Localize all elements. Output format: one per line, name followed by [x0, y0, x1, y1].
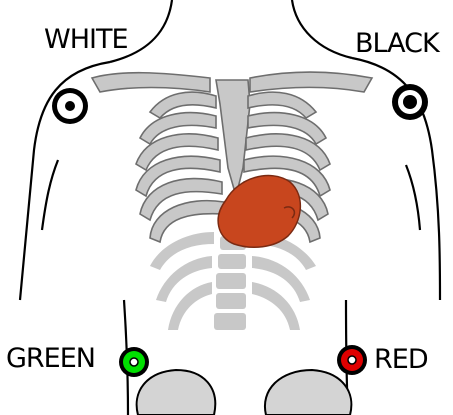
electrode-red-center	[348, 356, 356, 364]
left-hip	[137, 370, 216, 415]
electrode-red	[337, 345, 367, 375]
right-arm-inner-line	[406, 165, 420, 230]
label-white: WHITE	[44, 26, 128, 53]
label-red: RED	[374, 346, 428, 373]
lower-left-rib-3	[168, 282, 212, 330]
pelvis	[137, 370, 352, 415]
label-black: BLACK	[355, 30, 439, 57]
electrode-black-center	[403, 95, 417, 109]
vertebra-7	[214, 313, 246, 330]
heart	[218, 176, 300, 248]
right-clavicle	[250, 72, 372, 92]
sternum	[216, 80, 250, 196]
lower-right-rib-3	[252, 282, 300, 330]
vertebra-4	[218, 254, 246, 269]
vertebra-6	[216, 293, 246, 309]
electrode-green	[119, 347, 149, 377]
neck-right-line	[292, 0, 352, 58]
vertebra-5	[216, 273, 246, 289]
electrode-green-center	[130, 358, 138, 366]
electrode-white-center	[65, 101, 75, 111]
electrode-white	[52, 88, 88, 124]
label-green: GREEN	[6, 345, 95, 372]
left-arm-inner-line	[42, 160, 58, 230]
right-hip	[265, 370, 351, 415]
electrode-black	[392, 84, 428, 120]
left-clavicle	[92, 73, 210, 92]
